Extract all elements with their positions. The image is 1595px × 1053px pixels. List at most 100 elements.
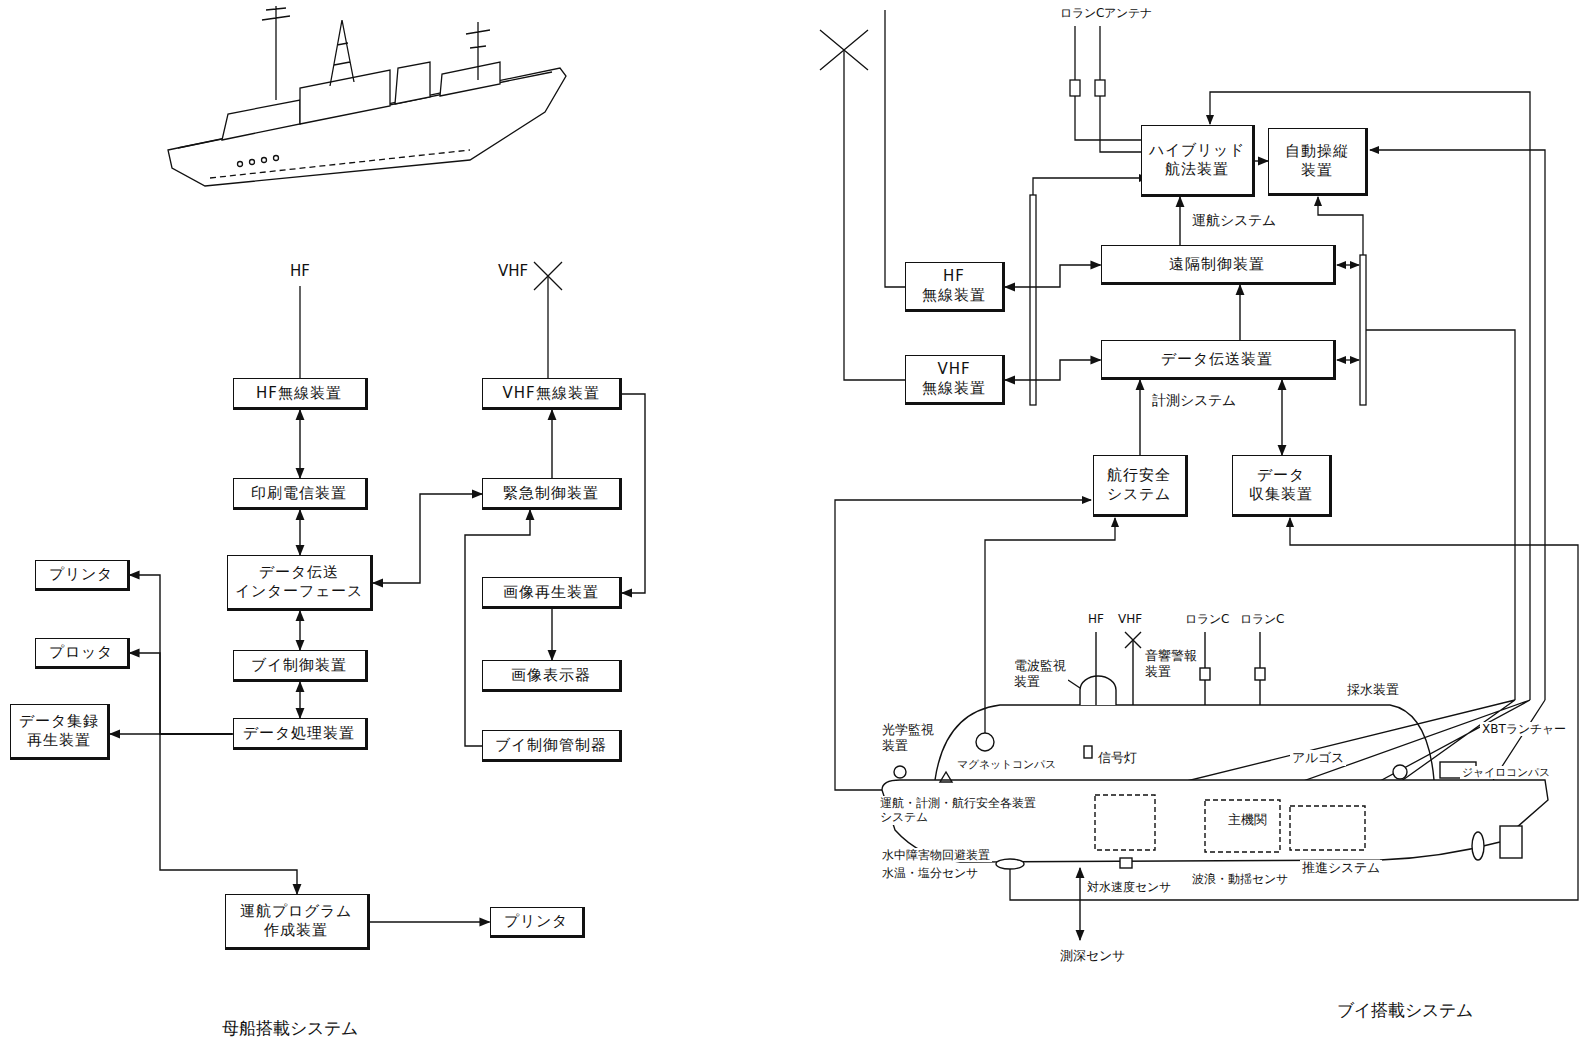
sensor-wire [1366,330,1515,700]
device-box: プロッタ [35,638,130,669]
part-label: 水温・塩分センサ [880,866,980,880]
signal-connector [370,921,490,922]
part-label: 主機関 [1226,812,1269,828]
device-box: 画像再生装置 [482,577,622,609]
device-name: 印刷電信装置 [251,484,347,503]
part-label: 測深センサ [1058,948,1127,964]
device-name: 自動操縦 装置 [1285,142,1349,180]
signal-connector [1005,360,1101,380]
ship-bridge [222,100,300,140]
hf-antenna [299,286,300,378]
device-name: プリンタ [49,565,113,584]
signal-connector [1255,160,1268,161]
device-name: VHF無線装置 [502,384,599,403]
loran-coupler [1095,80,1105,96]
system-label: 運航システム [1190,212,1278,229]
sensor-wire [1210,92,1530,700]
buoy-illustration [882,632,1548,940]
device-box: VHF 無線装置 [905,355,1005,405]
part-label: XBTランチャー [1480,722,1568,736]
signal-light [1084,746,1092,758]
device-box: 自動操縦 装置 [1268,128,1368,196]
ship-porthole [250,160,255,165]
device-name: VHF 無線装置 [922,360,986,398]
caption: ブイ搭載システム [1335,1000,1475,1020]
part-label: 信号灯 [1096,750,1139,766]
loran-coupler [1255,668,1265,680]
vhf-mast [1132,640,1133,705]
antenna-feed [885,10,905,287]
part-label: 採水装置 [1345,682,1401,698]
ship-mast [330,20,354,86]
ship-hangar [440,62,500,96]
antenna-label: ロランCアンテナ [1058,6,1154,20]
bus-link [1337,264,1359,265]
system-label: 計測システム [1150,392,1238,409]
device-box: データ伝送装置 [1101,340,1336,380]
device-name: データ伝送装置 [1161,350,1273,369]
device-name: 遠隔制御装置 [1169,255,1265,274]
vhf-antenna [547,276,548,378]
device-name: データ伝送 インターフェース [235,563,363,601]
device-box: プリンタ [490,907,585,938]
ship-superstructure [300,70,390,124]
device-box: プリンタ [35,560,130,591]
signal-connector [299,611,300,650]
signal-connector [551,609,552,660]
part-label: 波浪・動揺センサ [1190,872,1290,886]
device-box: 画像表示器 [482,660,622,692]
device-box: HF 無線装置 [905,262,1005,312]
ship-porthole [262,158,267,163]
device-box: データ伝送 インターフェース [227,555,373,611]
ship-funnel [395,62,430,104]
device-name: プリンタ [504,912,568,931]
leader-line [1068,680,1080,688]
ship-mast [262,6,290,100]
equipment-box [1095,795,1155,850]
rudder [1500,826,1522,858]
signal-connector [299,410,300,478]
signal-connector [1139,380,1140,455]
antenna-label: ロランC [1238,612,1286,626]
part-label: 推進システム [1300,860,1382,876]
device-name: ブイ制御装置 [251,656,347,675]
obstacle-sensor [996,859,1024,869]
signal-connector [299,510,300,555]
part-label: マグネットコンパス [955,758,1058,771]
antenna-label: HF [1086,612,1106,626]
sensor-wire [835,500,1091,790]
bow-antenna [894,766,906,778]
device-box: データ 収集装置 [1232,455,1332,517]
sensor-wire [1370,150,1545,700]
antenna-label: HF [288,262,312,280]
antenna-label: VHF [496,262,530,280]
device-box: ブイ制御装置 [233,650,368,682]
part-label: 電波監視 装置 [1012,658,1068,689]
vhf-antenna-element [534,262,562,290]
device-name: ハイブリッド 航法装置 [1149,141,1245,179]
device-box: 遠隔制御装置 [1101,245,1336,285]
argos-antenna [1393,765,1407,779]
device-name: HF 無線装置 [922,267,986,305]
part-label: アルゴス [1290,750,1346,766]
data-bus [1360,255,1366,405]
ship-porthole [274,156,279,161]
device-box: ブイ制御管制器 [482,730,622,762]
signal-connector [160,734,297,894]
signal-connector [299,682,300,718]
ship-porthole [238,162,243,167]
antenna-label: ロランC [1183,612,1231,626]
device-name: 運航プログラム 作成装置 [240,902,352,940]
ship-illustration [168,6,566,186]
device-box: VHF無線装置 [482,378,622,410]
device-box: 緊急制御装置 [482,478,622,510]
caption: 母船搭載システム [220,1018,360,1038]
buoy-superstructure [935,705,1434,780]
device-name: データ集録 再生装置 [19,712,99,750]
radio-monitor-dome [1080,676,1116,705]
engine-box [1205,800,1280,852]
bus-link [1337,359,1359,360]
part-label: 運航・計測・航行安全各装置 システム [878,796,1048,825]
part-label: ジャイロコンパス [1460,766,1552,779]
part-label: 光学監視 装置 [880,722,936,753]
